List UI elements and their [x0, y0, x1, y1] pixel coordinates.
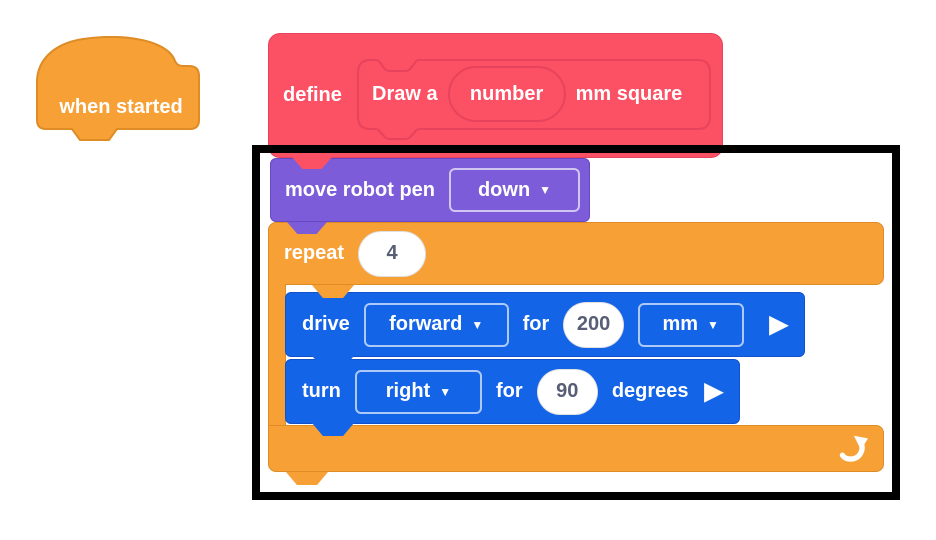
chevron-down-icon: ▼	[707, 317, 719, 332]
turn-direction-dropdown[interactable]: right ▼	[354, 369, 482, 414]
move-pen-bottom-tab	[287, 222, 327, 234]
prototype-outline	[357, 59, 711, 140]
move-robot-pen-label: move robot pen	[285, 178, 436, 201]
drive-for-label: for	[522, 313, 550, 335]
drive-unit-dropdown[interactable]: mm ▼	[637, 302, 744, 347]
pen-position-value: down	[477, 178, 531, 201]
define-bottom-tab	[292, 157, 332, 169]
number-parameter[interactable]: number	[447, 66, 566, 122]
repeat-block[interactable]: repeat 4	[268, 222, 884, 285]
when-started-block[interactable]: when started	[35, 36, 205, 146]
turn-direction-value: right	[385, 380, 431, 402]
repeat-bottom-bar	[268, 425, 884, 472]
repeat-count-value: 4	[386, 242, 398, 264]
pen-position-dropdown[interactable]: down ▼	[449, 168, 581, 212]
drive-unit-value: mm	[662, 313, 699, 335]
prototype-prefix-label: Draw a	[372, 82, 438, 105]
chevron-down-icon: ▼	[439, 384, 452, 399]
hat-block-shape	[36, 36, 200, 141]
repeat-label: repeat	[284, 242, 345, 264]
turn-block[interactable]: turn right ▼ for 90 degrees ▶	[285, 359, 740, 424]
repeat-bottom-tab	[286, 472, 328, 485]
drive-distance-input[interactable]: 200	[563, 301, 624, 348]
turn-angle-input[interactable]: 90	[536, 368, 598, 415]
repeat-count-input[interactable]: 4	[358, 230, 427, 277]
turn-run-icon[interactable]: ▶	[704, 377, 723, 405]
turn-label: turn	[302, 380, 341, 402]
drive-bottom-tab	[312, 356, 354, 368]
number-parameter-label: number	[469, 82, 544, 105]
drive-direction-dropdown[interactable]: forward ▼	[363, 302, 509, 347]
define-block[interactable]: define Draw a number mm square	[268, 33, 723, 158]
repeat-inner-tab	[312, 285, 354, 298]
define-keyword: define	[283, 84, 342, 106]
chevron-down-icon: ▼	[471, 317, 484, 332]
when-started-label: when started	[59, 96, 183, 118]
turn-for-label: for	[495, 380, 523, 402]
repeat-left-arm	[268, 284, 286, 426]
prototype-suffix-label: mm square	[575, 82, 683, 105]
chevron-down-icon: ▼	[539, 183, 552, 197]
drive-label: drive	[302, 313, 350, 335]
turn-degrees-label: degrees	[611, 380, 689, 402]
drive-run-icon[interactable]: ▶	[769, 310, 788, 338]
drive-block[interactable]: drive forward ▼ for 200 mm ▼ ▶	[285, 292, 805, 357]
drive-direction-value: forward	[389, 313, 463, 335]
turn-angle-value: 90	[556, 380, 579, 402]
loop-arrow-icon	[839, 435, 868, 462]
define-prototype[interactable]: Draw a number mm square	[356, 59, 712, 141]
drive-distance-value: 200	[576, 313, 611, 335]
move-robot-pen-block[interactable]: move robot pen down ▼	[270, 158, 590, 222]
turn-bottom-tab	[312, 423, 354, 436]
